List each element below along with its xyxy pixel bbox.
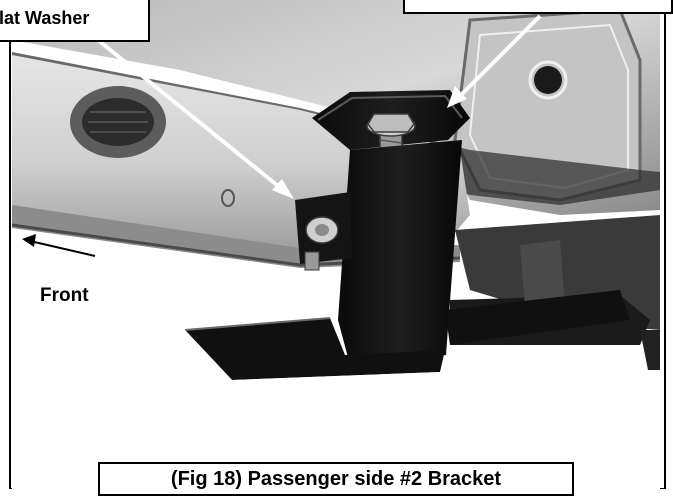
front-arrow: [29, 240, 96, 257]
washer-arrow: [96, 38, 285, 192]
bracket-leg: [338, 140, 462, 365]
plate-arrow: [456, 14, 542, 100]
figure-caption: (Fig 18) Passenger side #2 Bracket: [98, 462, 574, 496]
front-direction-label: Front: [38, 285, 91, 307]
body-hole: [534, 66, 562, 94]
bracket-plate-callout: [403, 0, 673, 14]
bracket-foot: [185, 318, 445, 380]
flat-washer-callout: Flat Washer: [0, 0, 150, 42]
background-bracket: [445, 290, 630, 345]
